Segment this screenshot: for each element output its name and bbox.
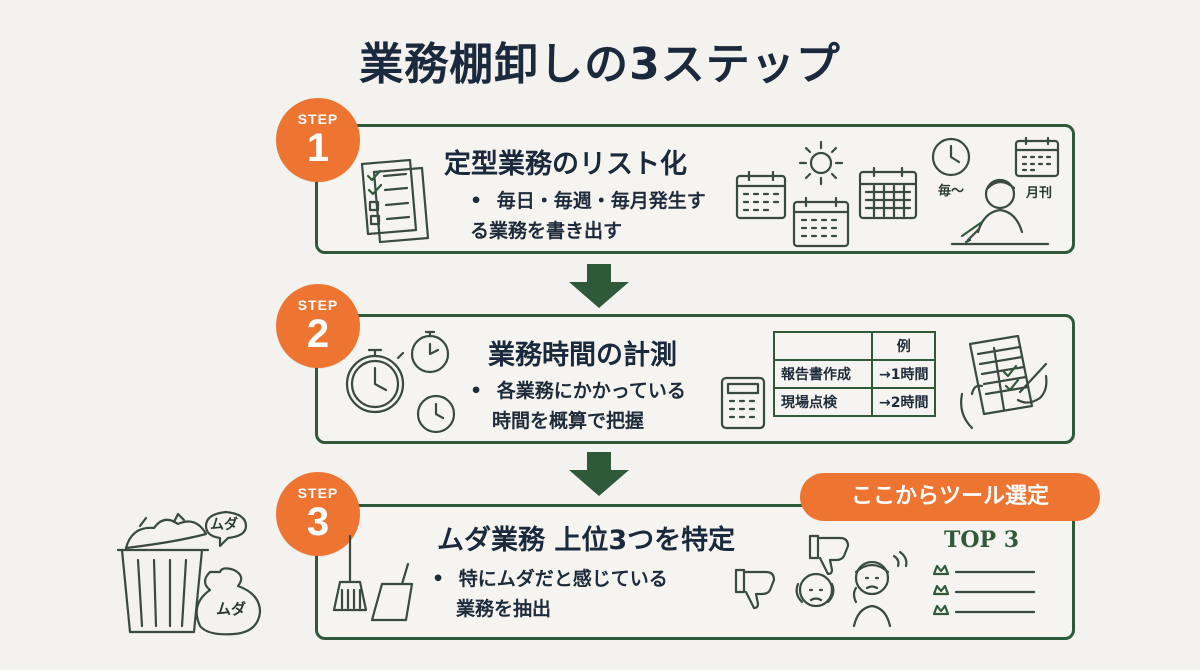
waste-bag-label: ムダ: [210, 517, 238, 533]
step-1-card: [315, 124, 1075, 254]
step-1-description: • 毎日・毎週・毎月発生す る業務を書き出す: [470, 186, 706, 246]
table-header-cell: 例: [870, 331, 937, 361]
dustpan-icon: [370, 562, 414, 622]
bullet: •: [470, 380, 483, 402]
step-1-desc-line2: る業務を書き出す: [470, 220, 623, 242]
top3-label: TOP 3: [944, 527, 1020, 553]
calendar-icon: [858, 166, 918, 220]
table-cell: →2時間: [870, 387, 937, 417]
clock-icon: [410, 330, 450, 374]
step-2-badge-label: STEP: [297, 297, 339, 313]
table-cell: →1時間: [870, 359, 937, 389]
clock-icon: [416, 394, 456, 434]
page-title: 業務棚卸しの3ステップ: [359, 39, 841, 90]
table-cell: 現場点検: [773, 387, 873, 417]
step-2-title: 業務時間の計測: [488, 340, 677, 371]
step-3-title: ムダ業務 上位3つを特定: [437, 525, 736, 556]
sun-icon: [798, 140, 844, 186]
thumbs-down-icon: [808, 534, 850, 576]
step-1-badge-label: STEP: [297, 111, 339, 127]
step-3-description: • 特にムダだと感じている 業務を抽出: [432, 564, 668, 624]
step-1-number: 1: [306, 126, 330, 170]
clock-icon: [931, 137, 971, 177]
person-writing-icon: [950, 178, 1050, 246]
step-2-badge: STEP 2: [276, 284, 360, 368]
step-1-badge: STEP 1: [276, 98, 360, 182]
broom-icon: [332, 534, 368, 612]
down-arrow-icon: [569, 452, 629, 496]
waste-bag-label: ムダ: [216, 600, 247, 618]
tool-selection-callout: ここからツール選定: [800, 473, 1100, 521]
step-3-desc-line2: 業務を抽出: [456, 598, 552, 620]
step-2-desc-line2: 時間を概算で把握: [492, 410, 645, 432]
checklist-icon: [360, 158, 430, 244]
thumbs-down-icon: [734, 568, 776, 610]
step-1-title: 定型業務のリスト化: [444, 149, 687, 180]
calculator-icon: [720, 376, 766, 430]
time-example-table: 例 報告書作成 →1時間 現場点検 →2時間: [773, 331, 937, 417]
step-2-description: • 各業務にかかっている 時間を概算で把握: [470, 376, 686, 436]
table-header-cell: [773, 331, 873, 361]
step-3-number: 3: [306, 500, 330, 544]
calendar-icon: [792, 196, 850, 248]
checklist-crown-icon: [932, 564, 1036, 616]
bullet: •: [470, 190, 483, 212]
bullet: •: [432, 568, 445, 590]
step-2-card: [315, 314, 1075, 444]
down-arrow-icon: [569, 264, 629, 308]
calendar-icon: [735, 170, 787, 220]
table-row: 例: [773, 331, 937, 361]
table-row: 報告書作成 →1時間: [773, 359, 937, 389]
monthly-label: 月刊: [1026, 186, 1053, 201]
trash-can-icon: [116, 510, 262, 636]
stopwatch-icon: [345, 348, 405, 414]
daily-label: 毎〜: [938, 184, 965, 199]
step-2-desc-line1: 各業務にかかっている: [496, 380, 686, 402]
hand-writing-icon: [960, 334, 1048, 430]
step-3-badge-label: STEP: [297, 485, 339, 501]
step-3-badge: STEP 3: [276, 472, 360, 556]
calendar-icon: [1014, 136, 1060, 178]
step-2-number: 2: [306, 312, 330, 356]
worried-person-icon: [795, 550, 908, 628]
table-row: 現場点検 →2時間: [773, 387, 937, 417]
table-cell: 報告書作成: [773, 359, 873, 389]
step-1-desc-line1: 毎日・毎週・毎月発生す: [496, 190, 706, 212]
step-3-desc-line1: 特にムダだと感じている: [458, 568, 668, 590]
